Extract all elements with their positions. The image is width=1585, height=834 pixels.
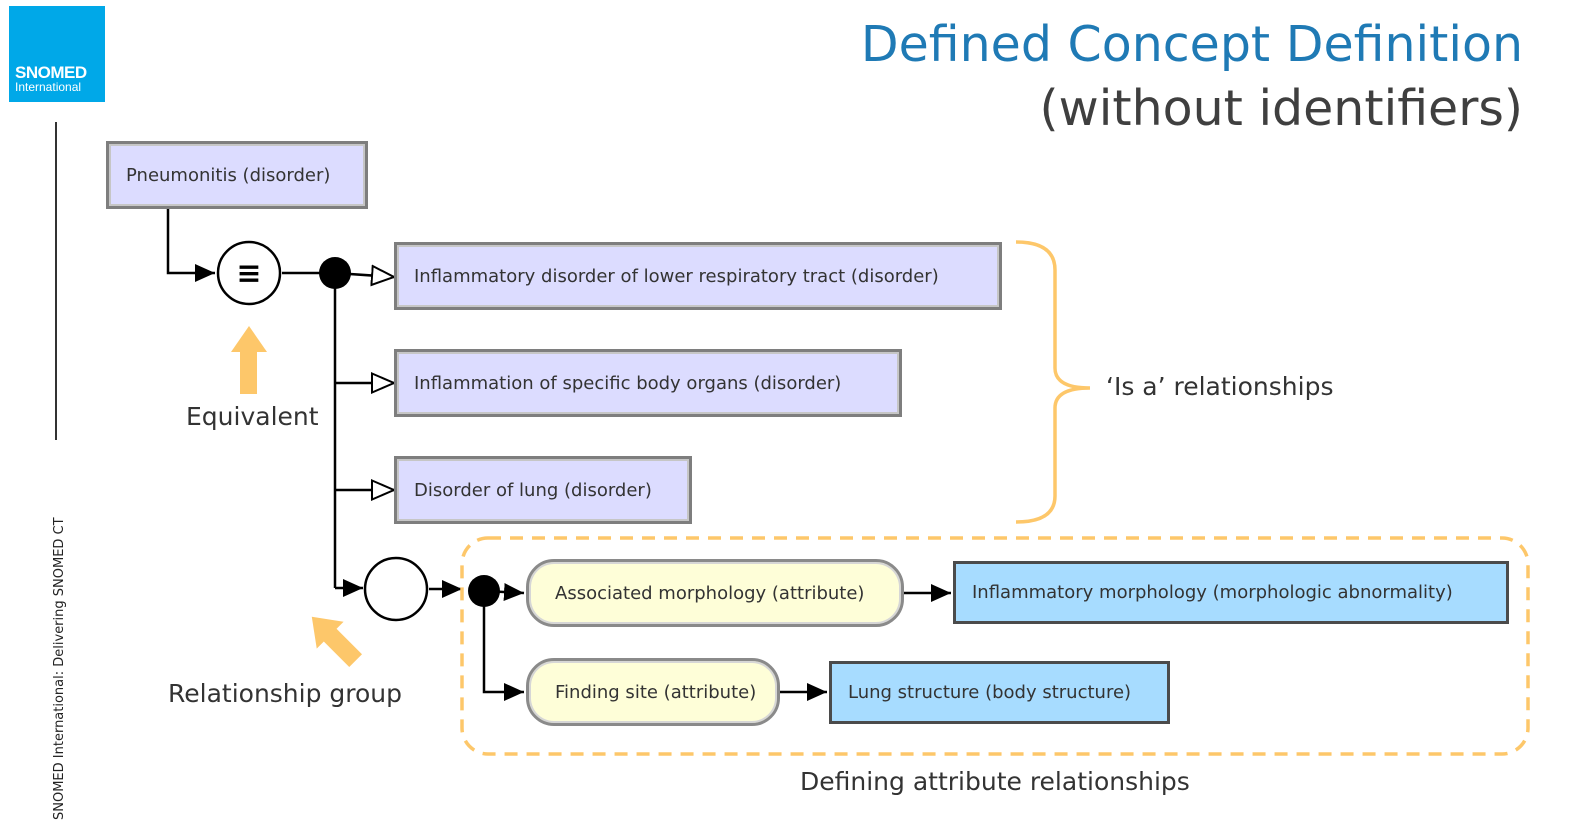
defined-concept-box: Pneumonitis (disorder) [106,141,368,209]
attribute-value-box-1: Inflammatory morphology (morphologic abn… [953,561,1509,624]
equivalent-circle [216,240,282,306]
isa-junction-dot [319,257,351,289]
sidebar-rule [55,122,57,440]
isa-parent-box-2: Inflammation of specific body organs (di… [394,349,902,417]
equivalent-symbol: ≡ [236,256,261,291]
isa-brace [1015,240,1091,524]
attribute-box-2: Finding site (attribute) [526,658,780,726]
attribute-junction-dot [468,575,500,607]
isa-parent-box-3: Disorder of lung (disorder) [394,456,692,524]
attribute-value-box-2: Lung structure (body structure) [829,661,1170,724]
isa-relationships-label: ‘Is a’ relationships [1106,372,1334,401]
equivalent-arrow-icon [231,326,267,394]
attribute-box-1: Associated morphology (attribute) [526,559,904,627]
connector-concept-to-equivalent [166,208,215,282]
logo-line1: SNOMED [15,63,87,82]
equivalent-label: Equivalent [186,402,319,431]
connector-junction-to-attr2 [482,591,524,701]
page-subtitle: (without identifiers) [1039,80,1523,137]
logo-line2: International [15,80,82,94]
page-title: Defined Concept Definition [860,16,1523,73]
isa-parent-box-1: Inflammatory disorder of lower respirato… [394,242,1002,310]
snomed-logo: SNOMED International [9,6,105,102]
defining-attributes-label: Defining attribute relationships [800,767,1190,796]
relationship-group-arrow-icon [311,616,362,667]
defining-attributes-group-border [460,536,1530,756]
relationship-group-label: Relationship group [168,679,403,708]
relationship-group-circle [363,556,429,622]
